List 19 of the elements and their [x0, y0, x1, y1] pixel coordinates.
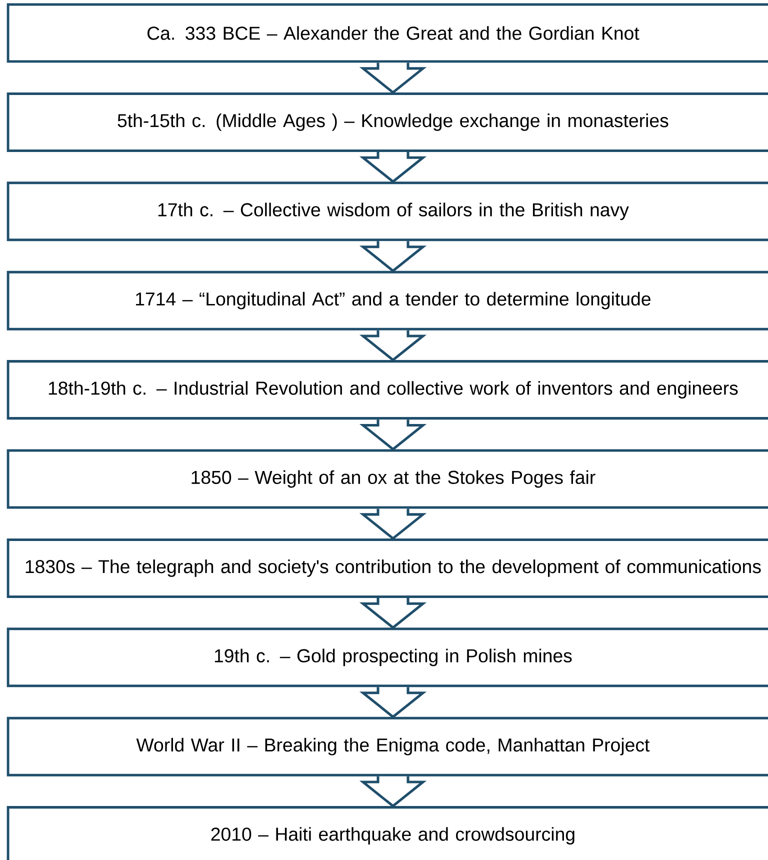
timeline-box: 2010 – Haiti earthquake and crowdsourcing [6, 806, 768, 860]
timeline-box: 17th c. – Collective wisdom of sailors in the British navy [6, 182, 768, 242]
timeline-box: Ca. 333 BCE – Alexander the Great and the Gordian Knot [6, 3, 768, 63]
timeline-box: World War II – Breaking the Enigma code, Manhattan Project [6, 716, 768, 776]
block-arrow [359, 508, 427, 540]
block-arrow [359, 329, 427, 362]
timeline-box: 19th c. – Gold prospecting in Polish mines [6, 628, 768, 688]
block-arrow [359, 775, 427, 808]
timeline-box: 1850 – Weight of an ox at the Stokes Poges fair [6, 449, 768, 509]
block-arrow [359, 240, 427, 272]
block-arrow [359, 418, 427, 451]
block-arrow [359, 596, 427, 630]
block-arrow [359, 686, 427, 718]
timeline-box: 18th-19th c. – Industrial Revolution and collective work of inventors and engineers [6, 360, 768, 420]
block-arrow [359, 150, 427, 184]
block-arrow [359, 62, 427, 94]
timeline-box: 5th-15th c. (Middle Ages ) – Knowledge exchange in monasteries [6, 92, 768, 152]
timeline-box: 1830s – The telegraph and society's contribution to the development of communications [6, 538, 768, 598]
timeline-box: 1714 – “Longitudinal Act” and a tender to determine longitude [6, 270, 768, 330]
